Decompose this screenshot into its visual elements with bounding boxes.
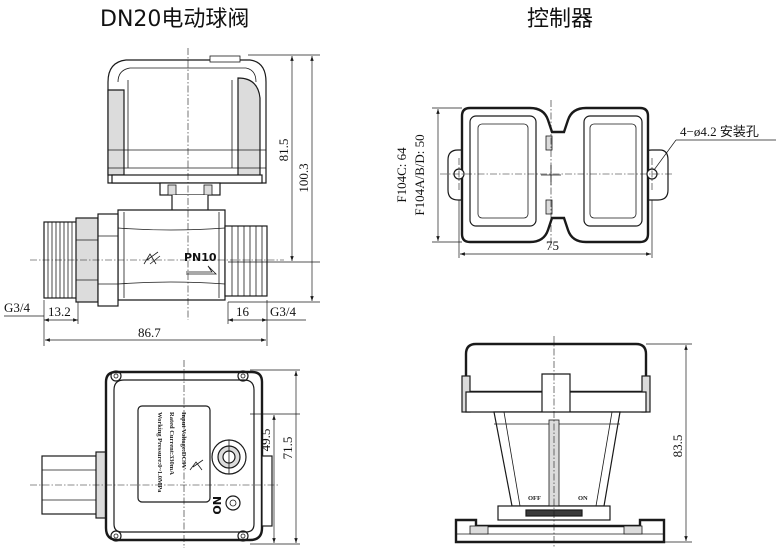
valve-neck: [159, 182, 221, 213]
valve-front-dimensions: 81.5 100.3 G3/4 13.2 16 G3/4 86.7: [4, 54, 320, 346]
dim-total-length: 86.7: [138, 325, 161, 340]
right-port: [224, 225, 268, 297]
dim-actuator-height: 81.5: [276, 139, 291, 162]
valve-top-dimensions: 49.5 71.5: [250, 369, 300, 545]
dim-thread-length-right: 16: [236, 304, 250, 319]
dim-total-width: 71.5: [280, 437, 295, 460]
nameplate-voltage: Input Voltage:DC9V: [180, 412, 187, 470]
flow-direction-arrow-icon: [186, 265, 217, 275]
dim-controller-side-height: 83.5: [670, 435, 685, 458]
dim-total-height: 100.3: [296, 163, 311, 192]
off-label: OFF: [528, 495, 541, 502]
controller-top-view: [440, 100, 672, 250]
manual-override-knob-icon: [211, 439, 247, 475]
dim-thread-length-left: 13.2: [48, 304, 71, 319]
dim-controller-width: 75: [546, 238, 559, 253]
dim-half-width: 49.5: [258, 429, 273, 452]
controller-top-dimensions: F104C: 64 F104A/B/D: 50 75 4−ø4.2 安装孔: [394, 107, 776, 258]
controller-side-dimensions: 83.5: [646, 343, 692, 543]
no-indicator-icon: [225, 495, 241, 511]
dim-thread-left: G3/4: [4, 300, 31, 315]
actuator-cover: [107, 55, 267, 184]
dim-controller-height-c: F104C: 64: [394, 147, 409, 203]
corner-screw-icons: [110, 370, 249, 542]
valve-top-view: Input Voltage:DC9V Rated Current:330mA W…: [30, 360, 280, 548]
controller-title: 控制器: [527, 7, 593, 32]
dim-controller-height-abd: F104A/B/D: 50: [412, 134, 427, 215]
valve-body: [117, 209, 226, 301]
dim-mount-holes: 4−ø4.2 安装孔: [680, 124, 759, 139]
left-port: [43, 213, 119, 307]
no-label: NO: [210, 496, 223, 515]
dim-thread-right: G3/4: [270, 304, 297, 319]
nameplate-current: Rated Current:330mA: [168, 412, 175, 475]
controller-side-view: OFF ON: [454, 336, 666, 548]
pressure-rating-label: PN10: [184, 251, 217, 264]
nameplate-pressure: Working Pressure:0~1.0MPa: [156, 412, 163, 493]
nameplate-logo-icon: [189, 459, 204, 471]
valve-front-view: PN10: [30, 48, 284, 320]
valve-title: DN20电动球阀: [100, 7, 249, 32]
nameplate: [137, 405, 211, 503]
on-label: ON: [578, 495, 588, 502]
